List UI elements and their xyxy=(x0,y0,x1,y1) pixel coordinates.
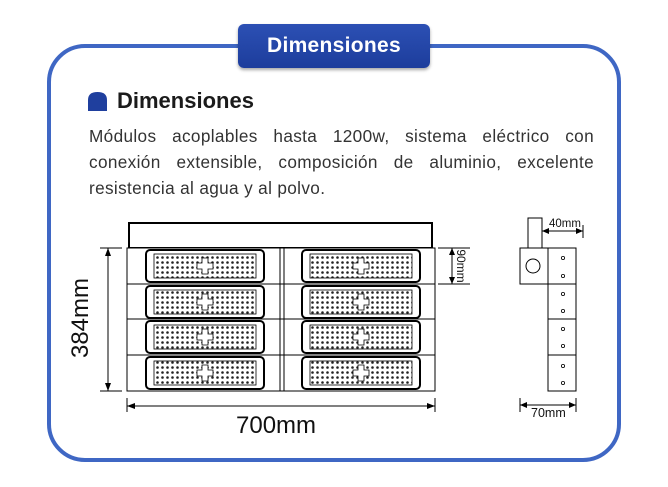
side-screw xyxy=(561,273,566,278)
section-heading: Dimensiones xyxy=(88,87,254,115)
side-screw xyxy=(561,363,566,368)
side-screw xyxy=(561,308,566,313)
led-module xyxy=(301,285,421,319)
bracket-width-label: 40mm xyxy=(549,218,581,230)
led-module xyxy=(301,249,421,283)
side-mount-hole xyxy=(525,258,541,274)
side-screw xyxy=(561,255,566,260)
led-module xyxy=(145,249,265,283)
side-screw xyxy=(561,326,566,331)
led-module xyxy=(301,320,421,354)
side-screw xyxy=(561,291,566,296)
side-screw xyxy=(561,380,566,385)
fixture-bracket xyxy=(128,222,433,249)
led-module xyxy=(145,285,265,319)
section-title: Dimensiones xyxy=(117,88,254,113)
led-module xyxy=(145,320,265,354)
side-bracket xyxy=(527,217,543,249)
width-label: 700mm xyxy=(236,412,317,439)
led-module xyxy=(301,356,421,390)
module-height-label: 90mm xyxy=(454,249,468,283)
section-tab-label: Dimensiones xyxy=(266,34,401,57)
led-module xyxy=(145,356,265,390)
bookmark-icon xyxy=(88,91,107,111)
depth-label: 70mm xyxy=(531,406,566,420)
section-tab[interactable]: Dimensiones xyxy=(238,24,430,68)
height-label: 384mm xyxy=(67,277,94,359)
side-screw xyxy=(561,343,566,348)
section-description: Módulos acoplables hasta 1200w, sistema … xyxy=(89,126,594,198)
